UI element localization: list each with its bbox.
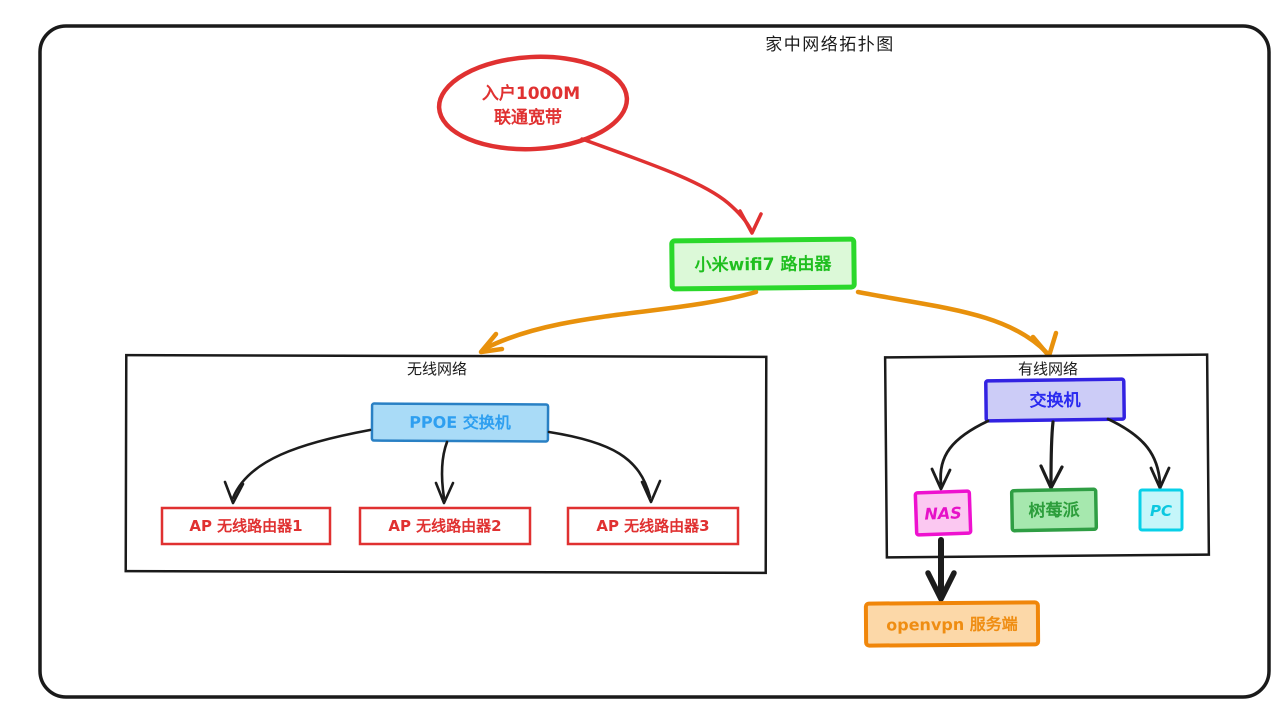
ap1-box bbox=[160, 506, 332, 546]
ppoe-switch-box bbox=[370, 402, 550, 443]
edge-switch-nas bbox=[930, 419, 990, 491]
edge-switch-nas-arrowhead bbox=[930, 467, 952, 491]
ap3-box bbox=[566, 506, 740, 546]
node-ppoe-switch: PPOE 交换机 bbox=[370, 402, 550, 443]
node-isp: 入户1000M 联通宽带 bbox=[436, 54, 630, 152]
ap2-box bbox=[358, 506, 532, 546]
edge-ppoe-ap2-arrowhead bbox=[434, 481, 455, 505]
ap1-label: AP 无线路由器1 bbox=[189, 517, 302, 535]
edge-router-wireless-line bbox=[481, 289, 759, 352]
edge-nas-openvpn bbox=[925, 537, 957, 602]
edge-router-wired bbox=[855, 289, 1059, 359]
edge-ppoe-ap1-line bbox=[231, 428, 372, 500]
isp-label-line1: 入户1000M bbox=[482, 83, 580, 104]
raspberry-pi-box bbox=[1009, 487, 1099, 533]
router-label: 小米wifi7 路由器 bbox=[694, 253, 832, 275]
outer-frame bbox=[38, 24, 1271, 699]
node-nas: NAS bbox=[913, 489, 973, 537]
pc-box bbox=[1138, 488, 1184, 532]
edge-nas-openvpn-arrowhead bbox=[925, 570, 957, 602]
edge-ppoe-ap3 bbox=[547, 430, 662, 504]
edge-switch-pc-arrowhead bbox=[1149, 466, 1171, 490]
nas-box bbox=[913, 489, 973, 537]
wired-group-label: 有线网络 bbox=[1018, 360, 1078, 378]
node-router: 小米wifi7 路由器 bbox=[669, 236, 857, 292]
ppoe-switch-label: PPOE 交换机 bbox=[409, 413, 511, 433]
node-ap3: AP 无线路由器3 bbox=[566, 506, 740, 546]
ap3-label: AP 无线路由器3 bbox=[596, 517, 709, 535]
edge-switch-nas-line bbox=[939, 419, 990, 486]
edge-switch-pc-line bbox=[1106, 417, 1162, 485]
wireless-group-label: 无线网络 bbox=[407, 360, 467, 378]
raspberry-pi-label: 树莓派 bbox=[1028, 501, 1080, 522]
node-switch: 交换机 bbox=[984, 377, 1126, 423]
edge-ppoe-ap3-arrowhead bbox=[640, 479, 662, 504]
nas-label: NAS bbox=[924, 503, 962, 523]
ap2-label: AP 无线路由器2 bbox=[388, 517, 501, 535]
edge-router-wired-line bbox=[855, 289, 1050, 356]
edge-router-wired-arrowhead bbox=[1030, 330, 1059, 359]
openvpn-label: openvpn 服务端 bbox=[886, 615, 1018, 635]
edge-ppoe-ap3-line bbox=[547, 430, 652, 499]
switch-label: 交换机 bbox=[1029, 390, 1080, 412]
diagram-title: 家中网络拓扑图 bbox=[765, 35, 895, 55]
edge-router-wireless bbox=[478, 289, 759, 355]
edge-isp-router bbox=[580, 137, 763, 235]
node-pc: PC bbox=[1138, 488, 1184, 532]
openvpn-box bbox=[863, 600, 1041, 648]
edge-switch-pc bbox=[1106, 417, 1171, 490]
edge-ppoe-ap2 bbox=[434, 440, 455, 505]
edge-router-wireless-arrowhead bbox=[478, 331, 505, 355]
isp-label-line2: 联通宽带 bbox=[494, 107, 562, 128]
node-ap1: AP 无线路由器1 bbox=[160, 506, 332, 546]
edge-switch-raspberry-line bbox=[1049, 420, 1055, 485]
edge-ppoe-ap1-arrowhead bbox=[223, 480, 245, 505]
edge-ppoe-ap2-line bbox=[440, 440, 449, 500]
edge-switch-raspberry-arrowhead bbox=[1039, 464, 1064, 490]
edge-ppoe-ap1 bbox=[223, 428, 372, 505]
node-raspberry-pi: 树莓派 bbox=[1009, 487, 1099, 533]
node-openvpn: openvpn 服务端 bbox=[863, 600, 1041, 648]
switch-box bbox=[984, 377, 1126, 423]
router-box bbox=[669, 236, 857, 292]
pc-label: PC bbox=[1150, 502, 1172, 520]
edge-isp-router-arrowhead bbox=[738, 209, 763, 235]
isp-ellipse bbox=[436, 54, 630, 152]
edge-isp-router-line bbox=[580, 137, 753, 232]
edge-switch-raspberry bbox=[1039, 420, 1064, 490]
node-ap2: AP 无线路由器2 bbox=[358, 506, 532, 546]
